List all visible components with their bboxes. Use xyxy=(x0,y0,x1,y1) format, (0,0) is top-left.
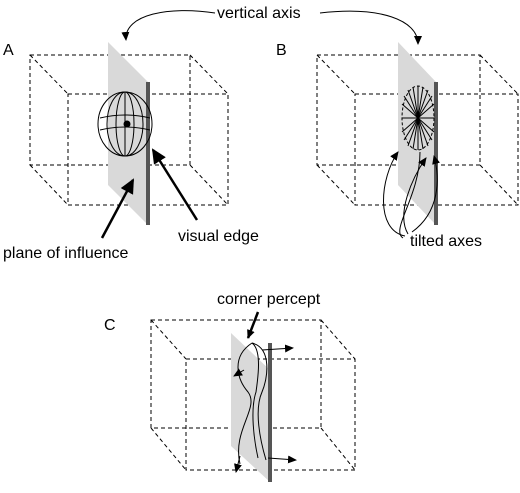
panel-b-tilted-disc xyxy=(401,85,435,151)
corner-percept-arrow xyxy=(246,311,260,339)
corner-percept-callout: corner percept xyxy=(217,291,321,339)
panel-c-label: C xyxy=(104,317,116,334)
vertical-axis-label: vertical axis xyxy=(217,5,301,22)
panel-a: A xyxy=(3,42,229,225)
panel-a-plane-of-influence xyxy=(108,42,148,225)
panel-b-label: B xyxy=(276,42,287,59)
plane-of-influence-arrow xyxy=(100,178,135,239)
panel-a-axis-bundle xyxy=(97,91,153,157)
visual-edge-label: visual edge xyxy=(178,228,259,245)
panel-c-corner-surface xyxy=(233,342,297,473)
plane-of-influence-callout: plane of influence xyxy=(3,178,135,262)
tilted-axes-arrow-3 xyxy=(411,155,440,233)
panel-b-box xyxy=(316,54,519,206)
visual-edge-arrow xyxy=(151,148,199,221)
vertical-axis-callout: vertical axis xyxy=(121,5,422,45)
panel-b-plane-of-influence xyxy=(398,42,436,225)
vertical-axis-arrow-b xyxy=(319,10,422,45)
tilted-axes-label: tilted axes xyxy=(410,233,482,250)
tilted-axes-arrow-2 xyxy=(403,157,427,235)
panel-b: B xyxy=(276,42,519,225)
panel-a-label: A xyxy=(3,42,14,59)
tilted-axes-arrow-1 xyxy=(383,151,406,237)
panel-c: C xyxy=(104,317,356,482)
vertical-axis-arrow-a xyxy=(121,10,216,41)
visual-edge-callout: visual edge xyxy=(151,148,259,245)
corner-percept-label: corner percept xyxy=(217,291,321,308)
tilted-axes-callout: tilted axes xyxy=(383,151,482,250)
plane-of-influence-label: plane of influence xyxy=(3,245,129,262)
